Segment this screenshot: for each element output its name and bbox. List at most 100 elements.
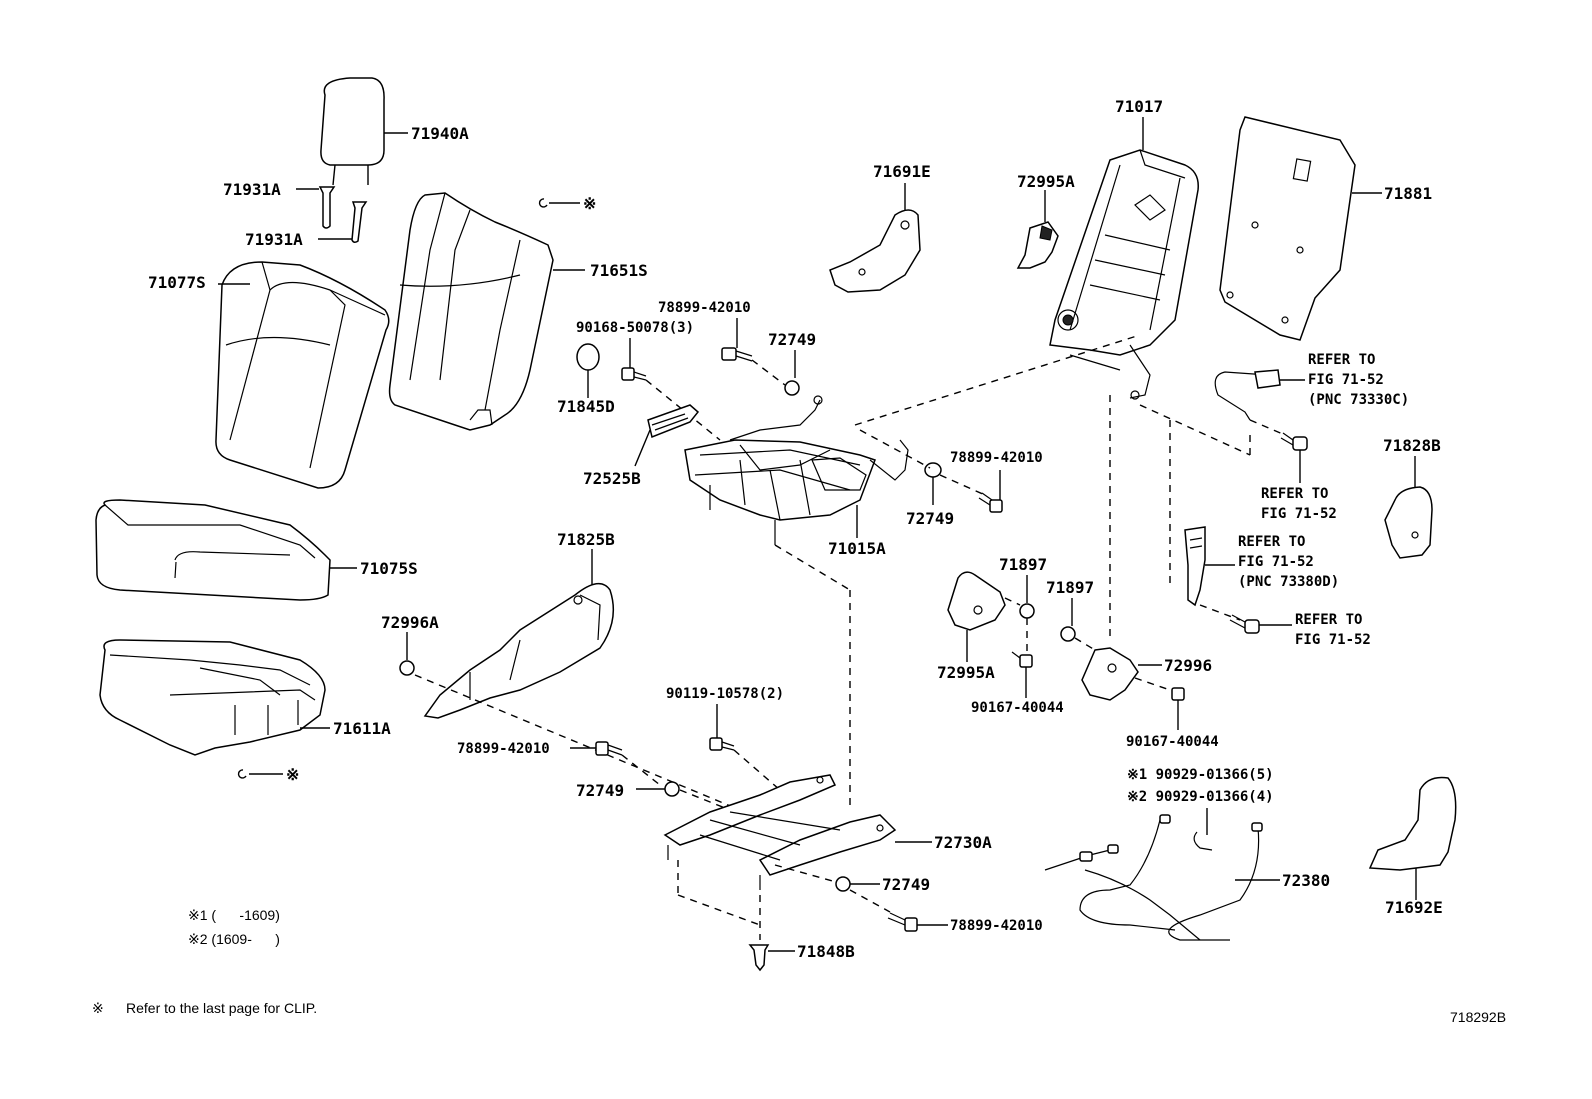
legend-line1: ※1 ( -1609)	[188, 907, 280, 923]
nut-72996A	[399, 660, 415, 676]
label-71897-a: 71897	[999, 555, 1047, 574]
dash-71897-b	[1074, 637, 1096, 651]
ref3-line3: (PNC 73380D)	[1238, 574, 1339, 590]
seatback-frame-illustration	[1049, 149, 1199, 400]
leader-72525B	[634, 429, 651, 467]
label-71828B: 71828B	[1383, 436, 1441, 455]
label-71015A: 71015A	[828, 539, 886, 558]
dash-72995A-low	[1004, 597, 1021, 606]
bolt-78899-bot	[887, 912, 918, 932]
seat-frame-illustration	[684, 395, 909, 545]
bolt-90119	[709, 737, 735, 751]
bolt-90167-b	[1171, 687, 1185, 701]
dash-72749-b	[939, 474, 986, 496]
label-72995A-top: 72995A	[1017, 172, 1075, 191]
dash-72749-d	[774, 864, 837, 883]
bolt-78899-top	[721, 347, 753, 362]
dash-frame-3	[774, 544, 851, 591]
bolt-ref4	[1229, 614, 1260, 634]
seatback-cover-illustration	[215, 261, 390, 489]
label-72749-c: 72749	[576, 781, 624, 800]
label-71611A: 71611A	[333, 719, 391, 738]
label-78899-mid: 78899-42010	[950, 450, 1043, 466]
dash-90119	[733, 749, 781, 791]
cover-71828B	[1384, 486, 1433, 559]
clip-mark-2: ※	[286, 765, 299, 784]
footnote-text: Refer to the last page for CLIP.	[126, 1000, 317, 1016]
dash-78899-top	[751, 359, 786, 386]
ref2-line1: REFER TO	[1261, 486, 1328, 502]
clip-icon	[237, 769, 247, 779]
label-71651S: 71651S	[590, 261, 648, 280]
nut-72749-d	[835, 876, 851, 892]
dash-72749-c	[679, 789, 731, 811]
label-72996A: 72996A	[381, 613, 439, 632]
label-90119: 90119-10578(2)	[666, 686, 784, 702]
legend-line2: ※2 (1609- )	[188, 931, 280, 947]
label-72749-d: 72749	[882, 875, 930, 894]
wire-harness-illustration	[1044, 814, 1263, 941]
cap-71845D	[576, 343, 600, 371]
label-72525B: 72525B	[583, 469, 641, 488]
ref4-line2: FIG 71-52	[1295, 632, 1371, 648]
label-71931A-2: 71931A	[245, 230, 303, 249]
bolt-90167-a	[1011, 651, 1033, 668]
label-72749-b: 72749	[906, 509, 954, 528]
dash-ref3	[1199, 604, 1241, 621]
label-71845D: 71845D	[557, 397, 615, 416]
ref3-line2: FIG 71-52	[1238, 554, 1314, 570]
dash-frame-6	[1139, 404, 1251, 456]
nut-72749-c	[664, 781, 680, 797]
label-72995A-low: 72995A	[937, 663, 995, 682]
bolt-78899-low	[595, 741, 623, 756]
dash-ref1	[1249, 419, 1286, 436]
cover-72995A-top-illustration	[1016, 221, 1059, 269]
figure-id: 718292B	[1450, 1009, 1506, 1025]
clip-90929	[1193, 831, 1213, 851]
dash-90168	[645, 379, 721, 441]
dash-track-2	[677, 894, 761, 926]
label-71017: 71017	[1115, 97, 1163, 116]
label-78899-bot: 78899-42010	[950, 918, 1043, 934]
headrest-guide-illustration	[318, 186, 368, 244]
label-71692E: 71692E	[1385, 898, 1443, 917]
footnote-mark: ※	[92, 1000, 104, 1016]
label-71848B: 71848B	[797, 942, 855, 961]
ref1-line1: REFER TO	[1308, 352, 1375, 368]
label-90168: 90168-50078(3)	[576, 320, 694, 336]
lever-72525B	[647, 404, 700, 439]
washer-71897-a	[1019, 603, 1035, 619]
dash-72996	[1134, 677, 1171, 691]
ref1-line3: (PNC 73330C)	[1308, 392, 1409, 408]
seat-track-illustration	[663, 774, 897, 890]
seat-cushion-cover-illustration	[95, 499, 331, 601]
clip-mark-1: ※	[583, 194, 596, 213]
cover-71692E	[1368, 776, 1457, 871]
label-90167-b: 90167-40044	[1126, 734, 1219, 750]
label-71931A-1: 71931A	[223, 180, 281, 199]
label-72749-a: 72749	[768, 330, 816, 349]
cover-71691E-illustration	[829, 209, 921, 293]
label-71691E: 71691E	[873, 162, 931, 181]
dash-72996A	[414, 674, 741, 811]
label-71075S: 71075S	[360, 559, 418, 578]
ref1-line2: FIG 71-52	[1308, 372, 1384, 388]
cover-72995A-low	[947, 571, 1006, 631]
ref4-line1: REFER TO	[1295, 612, 1362, 628]
buckle-illustration	[1184, 526, 1206, 607]
label-71881: 71881	[1384, 184, 1432, 203]
label-71897-b: 71897	[1046, 578, 1094, 597]
label-90929-2: ※2 90929-01366(4)	[1127, 789, 1274, 805]
dash-frame-2	[859, 429, 931, 469]
clip-icon	[538, 198, 548, 208]
nut-72749-b	[924, 462, 942, 478]
side-cover-71825B	[423, 582, 615, 719]
bolt-78899-mid	[978, 492, 1003, 513]
label-72380: 72380	[1282, 871, 1330, 890]
cover-72996	[1081, 647, 1139, 701]
bolt-ref2	[1280, 432, 1308, 451]
nut-72749-a	[784, 380, 800, 396]
label-90167-a: 90167-40044	[971, 700, 1064, 716]
